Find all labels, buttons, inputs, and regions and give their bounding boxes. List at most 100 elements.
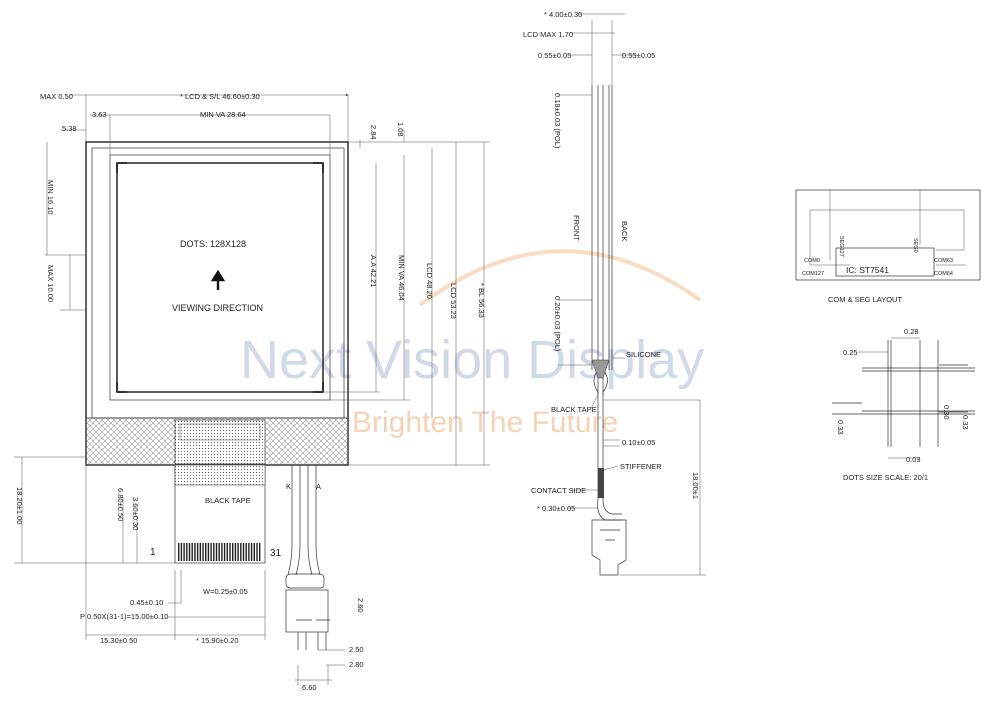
fpc-pin — [178, 543, 180, 561]
fpc-pin — [253, 543, 255, 561]
dim-108: 1.08 — [396, 122, 405, 137]
dim-lcd-4820: LCD 48.20 — [425, 263, 434, 299]
connector-body — [285, 589, 329, 633]
dim-284: 2.84 — [369, 125, 378, 140]
pin-last-label: 31 — [270, 548, 282, 559]
dots-dim-003: 0.03 — [906, 455, 921, 464]
dim-1590: * 15.90±0.20 — [196, 636, 238, 645]
active-area — [116, 162, 324, 393]
fpc-pin — [207, 543, 210, 561]
dots-dim-028: 0.28 — [904, 327, 919, 336]
dim-width-025: W=0.25±0.05 — [203, 587, 248, 596]
fpc-pin — [242, 543, 245, 561]
dim-1530: 15.30±0.50 — [100, 636, 137, 645]
dim-538: 5.38 — [62, 124, 77, 133]
layout-ic: IC: ST7541 — [846, 265, 889, 275]
connector-sleeve — [285, 573, 325, 589]
dim-min-va-width: MIN VA 28.64 — [200, 110, 246, 119]
fpc-black-tape — [174, 464, 266, 486]
dots-title: DOTS SIZE SCALE: 20/1 — [843, 473, 928, 482]
side-glass — [591, 85, 613, 395]
fpc-pin — [186, 543, 188, 561]
layout-title: COM & SEG LAYOUT — [828, 295, 902, 304]
com-seg-layout: COM0 SEG127 SEG0 COM127 IC: ST7541 COM63… — [795, 189, 981, 304]
side-silicone-label: SILICONE — [626, 350, 661, 359]
dim-250: 2.50 — [349, 645, 364, 654]
cable-label-k: K — [286, 482, 291, 491]
side-dim-400: * 4.00±0.30 — [544, 10, 582, 19]
watermark-swoosh — [418, 249, 702, 307]
layout-outline — [795, 189, 981, 281]
dim-min-va-4604: MIN VA 46.04 — [397, 255, 406, 301]
fpc-pin — [183, 543, 185, 561]
fpc-pin — [210, 543, 212, 561]
fpc-pin — [250, 543, 253, 561]
layout-seg0: SEG0 — [912, 238, 918, 253]
side-fpc-bend — [593, 369, 622, 521]
fpc-pin — [240, 543, 242, 561]
dim-1820: 18.20±1.00 — [15, 487, 24, 524]
side-back-label: BACK — [620, 221, 629, 241]
driver-ic — [174, 419, 266, 465]
fpc-pin — [259, 543, 261, 561]
fpc-pin — [188, 543, 191, 561]
dim-pitch: P 0.50X(31-1)=15.00±0.10 — [80, 612, 168, 621]
dim-280: 2.80 — [349, 660, 364, 669]
dots-label: DOTS: 128X128 — [180, 239, 246, 249]
dim-045: 0.45±0.10 — [130, 598, 163, 607]
watermark: Next Vision Display Brighten The Future — [240, 249, 704, 439]
dim-aa-4221: A.A 42.21 — [369, 255, 378, 288]
pin-first-label: 1 — [150, 547, 156, 558]
dim-680: 6.80±0.50 — [116, 488, 125, 521]
fpc-pin — [196, 543, 199, 561]
fpc-pin — [215, 543, 218, 561]
front-view: DOTS: 128X128 VIEWING DIRECTION BLACK TA… — [14, 92, 490, 692]
layout-com0: COM0 — [804, 258, 820, 264]
fpc-pin — [245, 543, 247, 561]
side-silicone — [591, 359, 610, 379]
side-black-tape-label: BLACK TAPE — [551, 405, 597, 414]
layout-seg127: SEG127 — [838, 236, 844, 257]
dots-dim-030: 0.30 — [942, 405, 951, 420]
fpc-pin — [256, 543, 258, 561]
fpc-pin — [232, 543, 234, 561]
cable-label-a: A — [316, 482, 321, 491]
dim-260: 2.60 — [356, 598, 365, 613]
side-lcd-max: LCD MAX 1.70 — [523, 30, 573, 39]
fpc-pin — [229, 543, 231, 561]
side-dim-1800: 18.00±1 — [691, 472, 700, 499]
dim-max-050: MAX 0.50 — [40, 92, 73, 101]
dim-lcd-outline: * LCD & S/L 46.60±0.30 — [180, 92, 260, 101]
fpc-pin — [213, 543, 215, 561]
fpc-pin — [191, 543, 193, 561]
fpc-pins — [178, 543, 261, 561]
fpc-pin — [205, 543, 207, 561]
fpc-pin — [180, 543, 183, 561]
side-dim-055-right: 0.55±0.05 — [622, 51, 655, 60]
ic-inner — [179, 423, 261, 441]
dim-max-1000: MAX 10.00 — [46, 265, 55, 302]
dim-660: 6.60 — [302, 683, 317, 692]
layout-com127: COM127 — [802, 271, 824, 277]
layout-com64: COM64 — [934, 271, 953, 277]
ic-outline — [835, 247, 935, 277]
viewing-direction-label: VIEWING DIRECTION — [172, 303, 263, 313]
fpc-pin — [234, 543, 237, 561]
dim-363: 3.63 — [92, 110, 107, 119]
layout-routing — [809, 190, 966, 266]
connector-pins — [296, 619, 330, 650]
dim-360: 3.60±0.30 — [131, 497, 140, 530]
fpc-pin — [248, 543, 250, 561]
side-connector — [591, 519, 627, 576]
side-pol-bottom: 0.20±0.03 (POL) — [553, 296, 562, 352]
fpc-pin — [202, 543, 204, 561]
dim-lcd-5323: LCD 53.23 — [449, 283, 458, 319]
dots-size-view: 0.28 0.25 0.33 0.30 0.33 0.03 DOTS SIZE … — [832, 327, 975, 482]
fpc-pin — [237, 543, 239, 561]
side-stiffener-label: STIFFENER — [620, 462, 662, 471]
side-contact-label: CONTACT SIDE — [531, 486, 586, 495]
watermark-brand: Next Vision Display — [240, 330, 704, 390]
fpc-pin — [199, 543, 201, 561]
fpc-black-tape-label: BLACK TAPE — [205, 496, 251, 505]
